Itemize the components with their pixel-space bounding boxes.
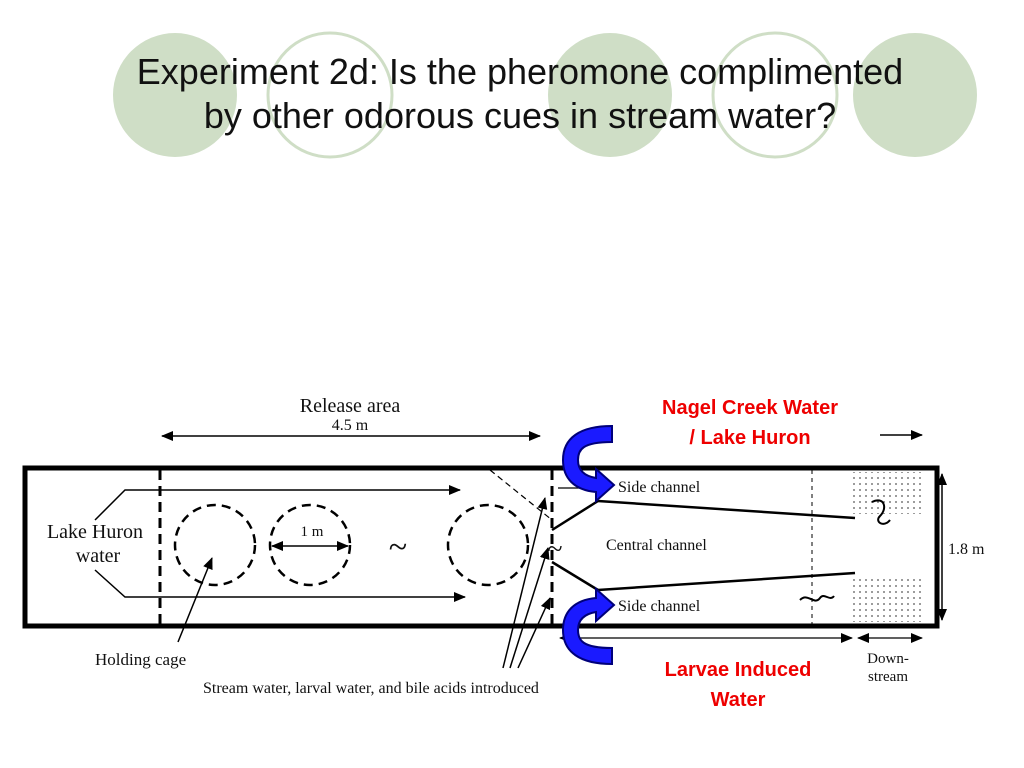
- title-decoration: [113, 31, 977, 159]
- flume-diagram: Release area 4.5 m Lake Huron water 1 m …: [22, 395, 985, 697]
- decor-circle-3: [548, 33, 672, 157]
- central-channel-bottom-wall: [597, 571, 856, 592]
- slide-title-line-1: Experiment 2d: Is the pheromone complime…: [136, 51, 904, 92]
- width-label: 1.8 m: [948, 541, 985, 558]
- holding-cage-label: Holding cage: [95, 650, 186, 669]
- holding-cage-2: [268, 503, 352, 587]
- inflow-label-line-2: water: [76, 545, 121, 567]
- curved-arrow-top-icon: [561, 424, 616, 504]
- side-channel-bottom-label: Side channel: [618, 598, 701, 615]
- holding-cage-3: [446, 503, 530, 587]
- side-channel-top-wall: [551, 499, 599, 532]
- release-area-label: Release area: [300, 395, 401, 417]
- wave-symbol-2: ~: [547, 534, 562, 565]
- decor-circle-5: [853, 33, 977, 157]
- decor-circle-4: [711, 31, 839, 159]
- inflow-label-line-1: Lake Huron: [47, 521, 143, 543]
- flow-arrow-top: [94, 485, 461, 521]
- release-area-length: 4.5 m: [332, 417, 369, 434]
- slide-title-line-2: by other odorous cues in stream water?: [203, 95, 837, 136]
- callout-larvae-induced: Larvae Induced Water: [628, 655, 848, 715]
- callout-nagel-creek: Nagel Creek Water / Lake Huron: [620, 393, 880, 453]
- downstream-trap-bottom: [852, 576, 924, 622]
- introduced-note: Stream water, larval water, and bile aci…: [203, 680, 539, 697]
- central-channel-top-wall: [597, 499, 856, 520]
- intro-pointer-1: [502, 497, 548, 669]
- holding-cage-pointer: [177, 557, 213, 643]
- callout-larvae-line-1: Larvae Induced: [664, 659, 812, 681]
- intro-pointer-3: [517, 597, 551, 669]
- wave-symbol-1: ~: [389, 529, 407, 566]
- lamprey-icon-bottom: [799, 595, 835, 602]
- decor-circle-1: [113, 33, 237, 157]
- downstream-trap-top: [852, 472, 924, 514]
- flume-outline: [22, 465, 940, 629]
- curved-arrow-bottom-icon: [561, 586, 616, 666]
- central-channel-label: Central channel: [606, 537, 707, 554]
- side-channel-top-label: Side channel: [618, 479, 701, 496]
- callout-nagel-line-2: / Lake Huron: [689, 427, 811, 449]
- intro-pointer-2: [509, 547, 550, 669]
- cage-diameter-label: 1 m: [301, 524, 324, 540]
- callout-nagel-line-1: Nagel Creek Water: [662, 397, 838, 419]
- diagonal-screen: [489, 469, 553, 521]
- callout-larvae-line-2: Water: [710, 689, 766, 711]
- lamprey-icon-top: [871, 499, 891, 525]
- downstream-label-line-2: stream: [868, 669, 908, 685]
- flow-arrow-bottom: [94, 569, 466, 602]
- side-channel-bottom-wall: [551, 560, 599, 592]
- downstream-label-line-1: Down-: [867, 651, 909, 667]
- decor-circle-2: [266, 31, 394, 159]
- holding-cage-1: [173, 503, 257, 587]
- slide-title: Experiment 2d: Is the pheromone complime…: [40, 50, 1000, 138]
